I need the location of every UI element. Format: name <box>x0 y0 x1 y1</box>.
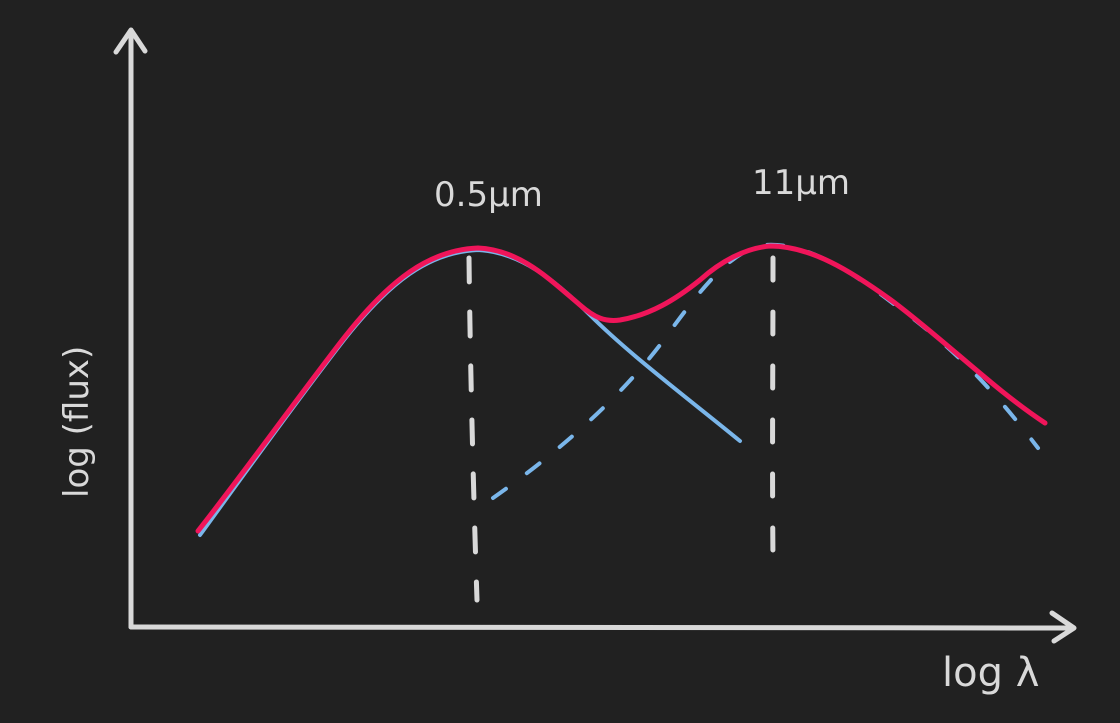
dust-component-dashed-curve <box>491 242 1040 500</box>
x-axis-label: log λ <box>942 650 1039 696</box>
y-axis-arrowhead <box>113 27 148 55</box>
component-curves <box>198 242 1040 537</box>
peak-markers <box>466 255 776 603</box>
peak-label-0.5um: 0.5μm <box>434 175 543 215</box>
axes <box>113 27 1077 644</box>
y-axis-label: log (flux) <box>57 346 97 498</box>
stellar-component-curve <box>198 248 742 537</box>
total-sed-curve <box>195 243 1048 534</box>
peak-label-11um: 11μm <box>752 163 850 203</box>
x-axis <box>128 624 1075 631</box>
peak-marker-0.5um <box>466 255 480 603</box>
x-axis-arrowhead <box>1049 610 1077 644</box>
